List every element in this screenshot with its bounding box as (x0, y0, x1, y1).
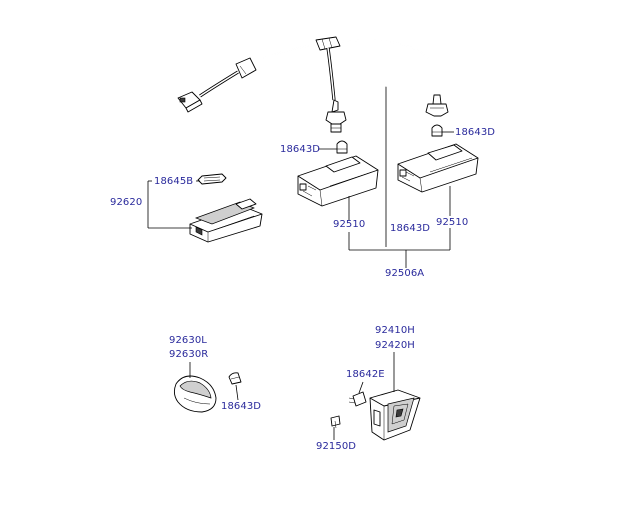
label-92506A: 92506A (385, 268, 425, 279)
label-18642E: 18642E (346, 369, 385, 380)
label-18643D-top-right: 18643D (455, 127, 496, 138)
lamp-92620 (189, 198, 263, 243)
bulb-18642E (348, 391, 367, 407)
festoon-bulb-18645B (197, 173, 227, 185)
lamp-housing-92510-left (297, 155, 379, 207)
label-18643D-top-left: 18643D (280, 144, 321, 155)
label-18643D-center: 18643D (390, 223, 431, 234)
label-92630L: 92630L (169, 335, 207, 346)
leader-lines (147, 131, 454, 440)
label-92630R: 92630R (169, 349, 209, 360)
label-92510-left: 92510 (333, 219, 366, 230)
lens-92630 (173, 375, 217, 413)
screw-92150D (330, 415, 341, 429)
left-lamp-socket (325, 99, 347, 133)
label-92420H: 92420H (375, 340, 415, 351)
bulb-18643D-top-right (431, 124, 443, 137)
label-18643D-bottom: 18643D (221, 401, 262, 412)
wiring-harness (177, 36, 438, 113)
lamp-assembly-92410H (369, 389, 421, 441)
label-92150D: 92150D (316, 441, 357, 452)
label-92410H: 92410H (375, 325, 415, 336)
label-92620: 92620 (110, 197, 143, 208)
label-18645B: 18645B (154, 176, 194, 187)
label-92510-right: 92510 (436, 217, 469, 228)
lamp-housing-92510-right (397, 143, 479, 193)
bulb-18643D-top-left (336, 140, 348, 154)
bulb-18643D-bottom (228, 372, 242, 385)
right-lamp-socket (425, 94, 449, 117)
